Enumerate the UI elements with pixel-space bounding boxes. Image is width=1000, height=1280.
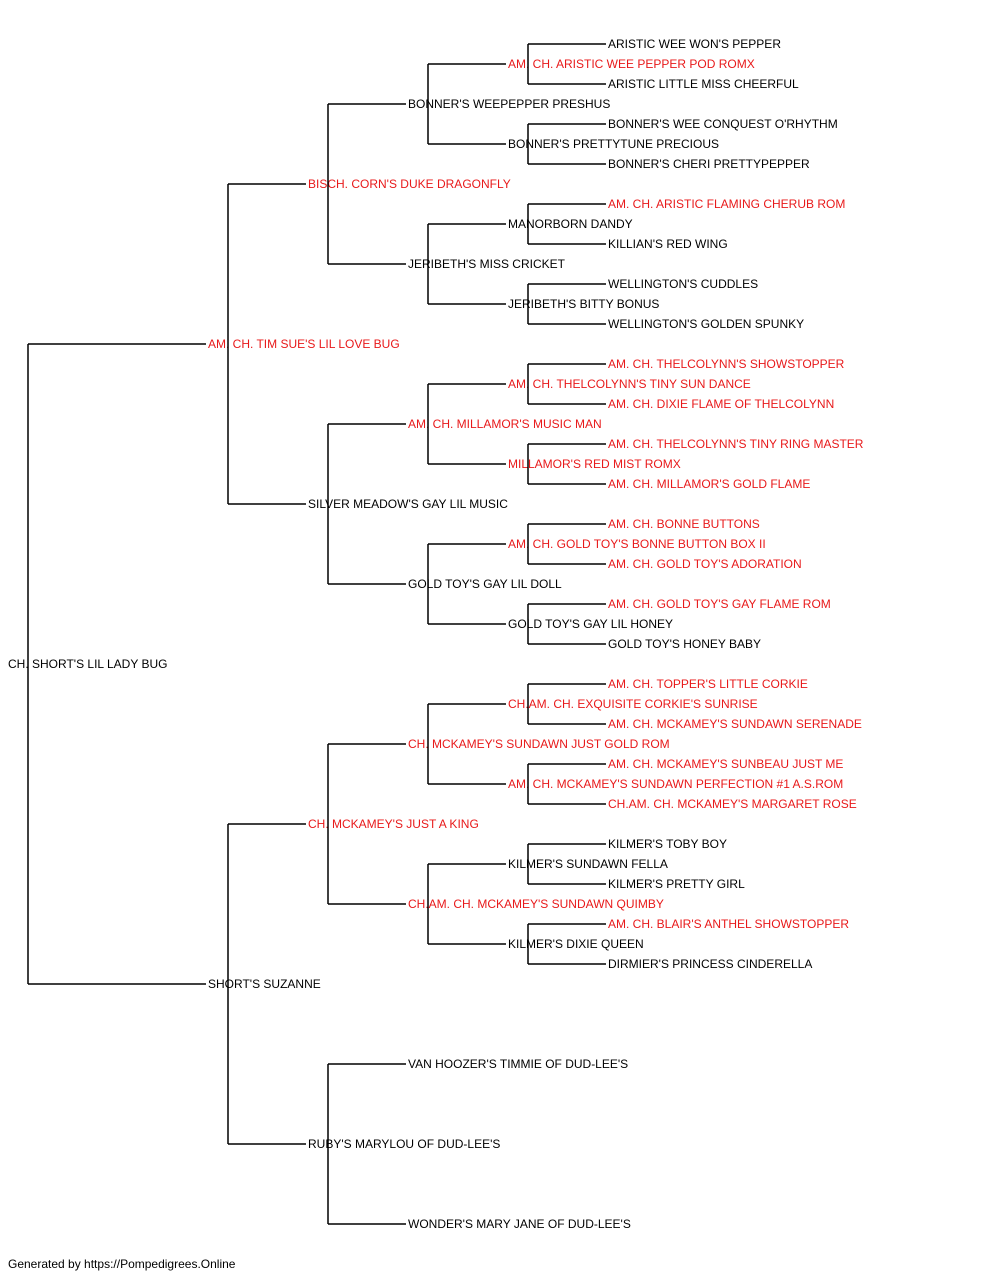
ancestor-name: AM. CH. MCKAMEY'S SUNDAWN PERFECTION #1 … (508, 777, 843, 791)
ancestor-name: KILMER'S DIXIE QUEEN (508, 937, 644, 951)
ancestor-name: MILLAMOR'S RED MIST ROMX (508, 457, 681, 471)
ancestor-name: KILLIAN'S RED WING (608, 237, 728, 251)
ancestor-name: CH.AM. CH. MCKAMEY'S MARGARET ROSE (608, 797, 857, 811)
ancestor-name: AM. CH. THELCOLYNN'S TINY SUN DANCE (508, 377, 751, 391)
ancestor-name: SHORT'S SUZANNE (208, 977, 321, 991)
ancestor-name: BONNER'S CHERI PRETTYPEPPER (608, 157, 810, 171)
ancestor-name: AM. CH. GOLD TOY'S ADORATION (608, 557, 802, 571)
ancestor-name: KILMER'S PRETTY GIRL (608, 877, 745, 891)
ancestor-name: GOLD TOY'S GAY LIL HONEY (508, 617, 673, 631)
ancestor-name: AM. CH. TIM SUE'S LIL LOVE BUG (208, 337, 400, 351)
ancestor-name: AM. CH. THELCOLYNN'S TINY RING MASTER (608, 437, 864, 451)
ancestor-name: CH.AM. CH. EXQUISITE CORKIE'S SUNRISE (508, 697, 758, 711)
ancestor-name: BONNER'S WEEPEPPER PRESHUS (408, 97, 610, 111)
ancestor-name: CH. SHORT'S LIL LADY BUG (8, 657, 167, 671)
ancestor-name: KILMER'S SUNDAWN FELLA (508, 857, 668, 871)
ancestor-name: AM. CH. BONNE BUTTONS (608, 517, 760, 531)
ancestor-name: AM. CH. MCKAMEY'S SUNDAWN SERENADE (608, 717, 862, 731)
ancestor-name: WELLINGTON'S CUDDLES (608, 277, 758, 291)
ancestor-name: JERIBETH'S BITTY BONUS (508, 297, 659, 311)
ancestor-name: CH. MCKAMEY'S JUST A KING (308, 817, 479, 831)
ancestor-name: KILMER'S TOBY BOY (608, 837, 727, 851)
ancestor-name: SILVER MEADOW'S GAY LIL MUSIC (308, 497, 508, 511)
ancestor-name: AM. CH. ARISTIC FLAMING CHERUB ROM (608, 197, 845, 211)
ancestor-name: BONNER'S WEE CONQUEST O'RHYTHM (608, 117, 838, 131)
ancestor-name: CH. MCKAMEY'S SUNDAWN JUST GOLD ROM (408, 737, 670, 751)
ancestor-name: AM. CH. MCKAMEY'S SUNBEAU JUST ME (608, 757, 843, 771)
footer-credit: Generated by https://Pompedigrees.Online (8, 1257, 236, 1271)
ancestor-name: ARISTIC WEE WON'S PEPPER (608, 37, 781, 51)
ancestor-name: CH.AM. CH. MCKAMEY'S SUNDAWN QUIMBY (408, 897, 664, 911)
ancestor-name: WELLINGTON'S GOLDEN SPUNKY (608, 317, 804, 331)
ancestor-name: AM. CH. GOLD TOY'S GAY FLAME ROM (608, 597, 831, 611)
ancestor-name: AM. CH. TOPPER'S LITTLE CORKIE (608, 677, 808, 691)
ancestor-name: ARISTIC LITTLE MISS CHEERFUL (608, 77, 799, 91)
ancestor-name: JERIBETH'S MISS CRICKET (408, 257, 566, 271)
ancestor-name: MANORBORN DANDY (508, 217, 633, 231)
ancestor-name: VAN HOOZER'S TIMMIE OF DUD-LEE'S (408, 1057, 628, 1071)
ancestor-name: AM. CH. MILLAMOR'S MUSIC MAN (408, 417, 602, 431)
ancestor-name: AM. CH. BLAIR'S ANTHEL SHOWSTOPPER (608, 917, 849, 931)
ancestor-name: AM. CH. MILLAMOR'S GOLD FLAME (608, 477, 810, 491)
ancestor-name: GOLD TOY'S GAY LIL DOLL (408, 577, 562, 591)
ancestor-name: DIRMIER'S PRINCESS CINDERELLA (608, 957, 812, 971)
ancestor-name: AM. CH. DIXIE FLAME OF THELCOLYNN (608, 397, 834, 411)
ancestor-name: AM. CH. GOLD TOY'S BONNE BUTTON BOX II (508, 537, 766, 551)
ancestor-name: AM. CH. THELCOLYNN'S SHOWSTOPPER (608, 357, 845, 371)
ancestor-name: RUBY'S MARYLOU OF DUD-LEE'S (308, 1137, 500, 1151)
ancestor-name: WONDER'S MARY JANE OF DUD-LEE'S (408, 1217, 631, 1231)
ancestor-name: AM. CH. ARISTIC WEE PEPPER POD ROMX (508, 57, 755, 71)
ancestor-name: GOLD TOY'S HONEY BABY (608, 637, 761, 651)
ancestor-name: BISCH. CORN'S DUKE DRAGONFLY (308, 177, 511, 191)
ancestor-name: BONNER'S PRETTYTUNE PRECIOUS (508, 137, 719, 151)
